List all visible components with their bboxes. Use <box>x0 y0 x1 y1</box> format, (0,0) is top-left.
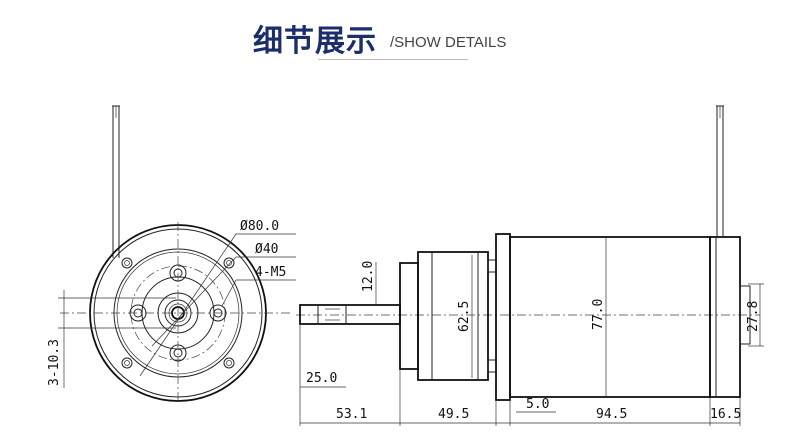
terminal-width-label: 27.8 <box>746 301 761 332</box>
shaft-flat-label: 3-10.3 <box>47 339 62 386</box>
front-leaders <box>58 233 296 388</box>
section-title-english: /SHOW DETAILS <box>390 34 507 51</box>
side-view: 12.0 25.0 62.5 77.0 27.8 53.1 49.5 5.0 9… <box>296 105 764 426</box>
shaft-diameter-label: 12.0 <box>361 261 376 292</box>
gearbox-length-label: 49.5 <box>438 407 469 422</box>
header-underline <box>318 59 468 60</box>
motor-end-cap <box>709 236 741 398</box>
flange-screws <box>121 257 235 369</box>
front-view: Ø80.0 Ø40 4-M5 3-10.3 <box>47 105 296 404</box>
gearbox-body <box>417 251 489 381</box>
motor-flange <box>495 233 511 401</box>
end-cap-length-label: 16.5 <box>710 407 741 422</box>
section-header: 细节展示 /SHOW DETAILS <box>0 0 790 70</box>
gearbox-diameter-label: 62.5 <box>457 301 472 332</box>
flange-thickness-label: 5.0 <box>526 397 549 412</box>
side-lead-wires <box>716 105 724 237</box>
front-lead-wires <box>112 105 120 258</box>
mount-holes-label: 4-M5 <box>255 265 286 280</box>
length-dimension-lines <box>299 324 741 426</box>
gearbox-collar <box>399 262 419 370</box>
motor-diameter-label: 77.0 <box>591 299 606 330</box>
output-shaft <box>299 304 401 325</box>
outer-diameter-label: Ø80.0 <box>240 219 279 234</box>
pitch-diameter-label: Ø40 <box>255 242 278 257</box>
rear-terminal <box>739 285 751 345</box>
motor-length-label: 94.5 <box>596 407 627 422</box>
shaft-length-label: 25.0 <box>306 371 337 386</box>
shaft-to-gearbox-label: 53.1 <box>336 407 367 422</box>
section-title-chinese: 细节展示 <box>253 24 377 59</box>
motor-can <box>509 236 711 398</box>
